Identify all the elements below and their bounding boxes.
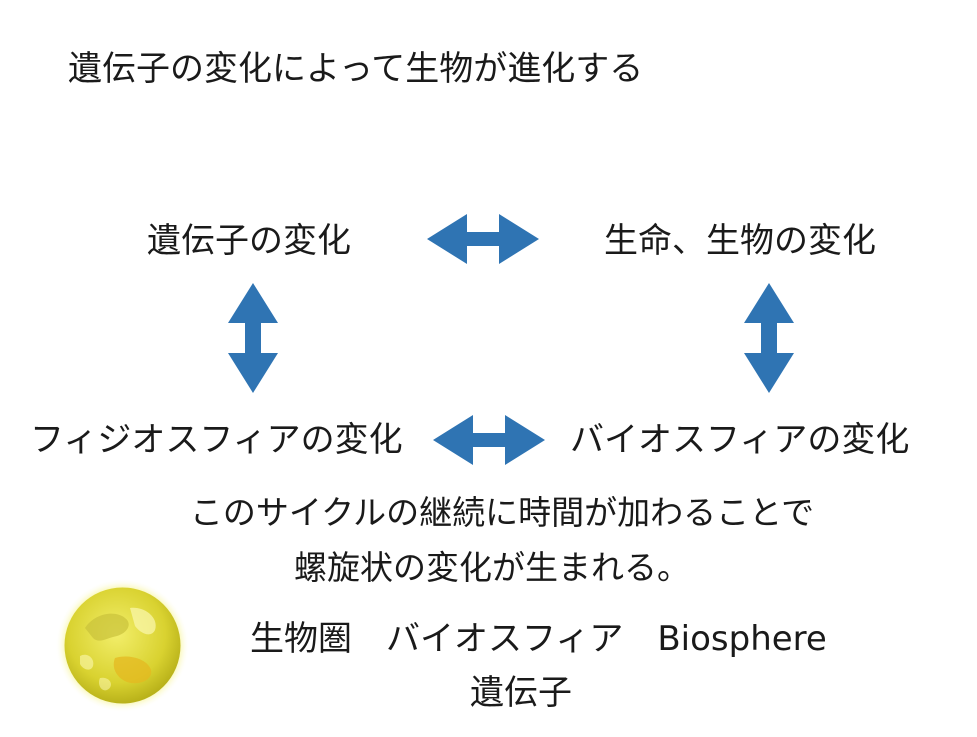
globe-icon <box>55 578 190 713</box>
term-line-2: 遺伝子 <box>470 673 572 713</box>
double-arrow-bottom-icon <box>433 415 545 465</box>
node-gene-change: 遺伝子の変化 <box>147 221 351 261</box>
double-arrow-left-icon <box>228 283 278 393</box>
double-arrow-top-icon <box>427 214 539 264</box>
caption-line-2: 螺旋状の変化が生まれる。 <box>294 548 690 587</box>
page-title: 遺伝子の変化によって生物が進化する <box>68 49 644 89</box>
caption-line-1: このサイクルの継続に時間が加わることで <box>189 493 815 532</box>
node-biosphere-change: バイオスフィアの変化 <box>570 420 910 460</box>
node-life-change: 生命、生物の変化 <box>604 221 876 261</box>
double-arrow-right-icon <box>744 283 794 393</box>
term-line-1: 生物圏 バイオスフィア Biosphere <box>250 619 827 659</box>
node-physiosphere-change: フィジオスフィアの変化 <box>30 420 403 460</box>
